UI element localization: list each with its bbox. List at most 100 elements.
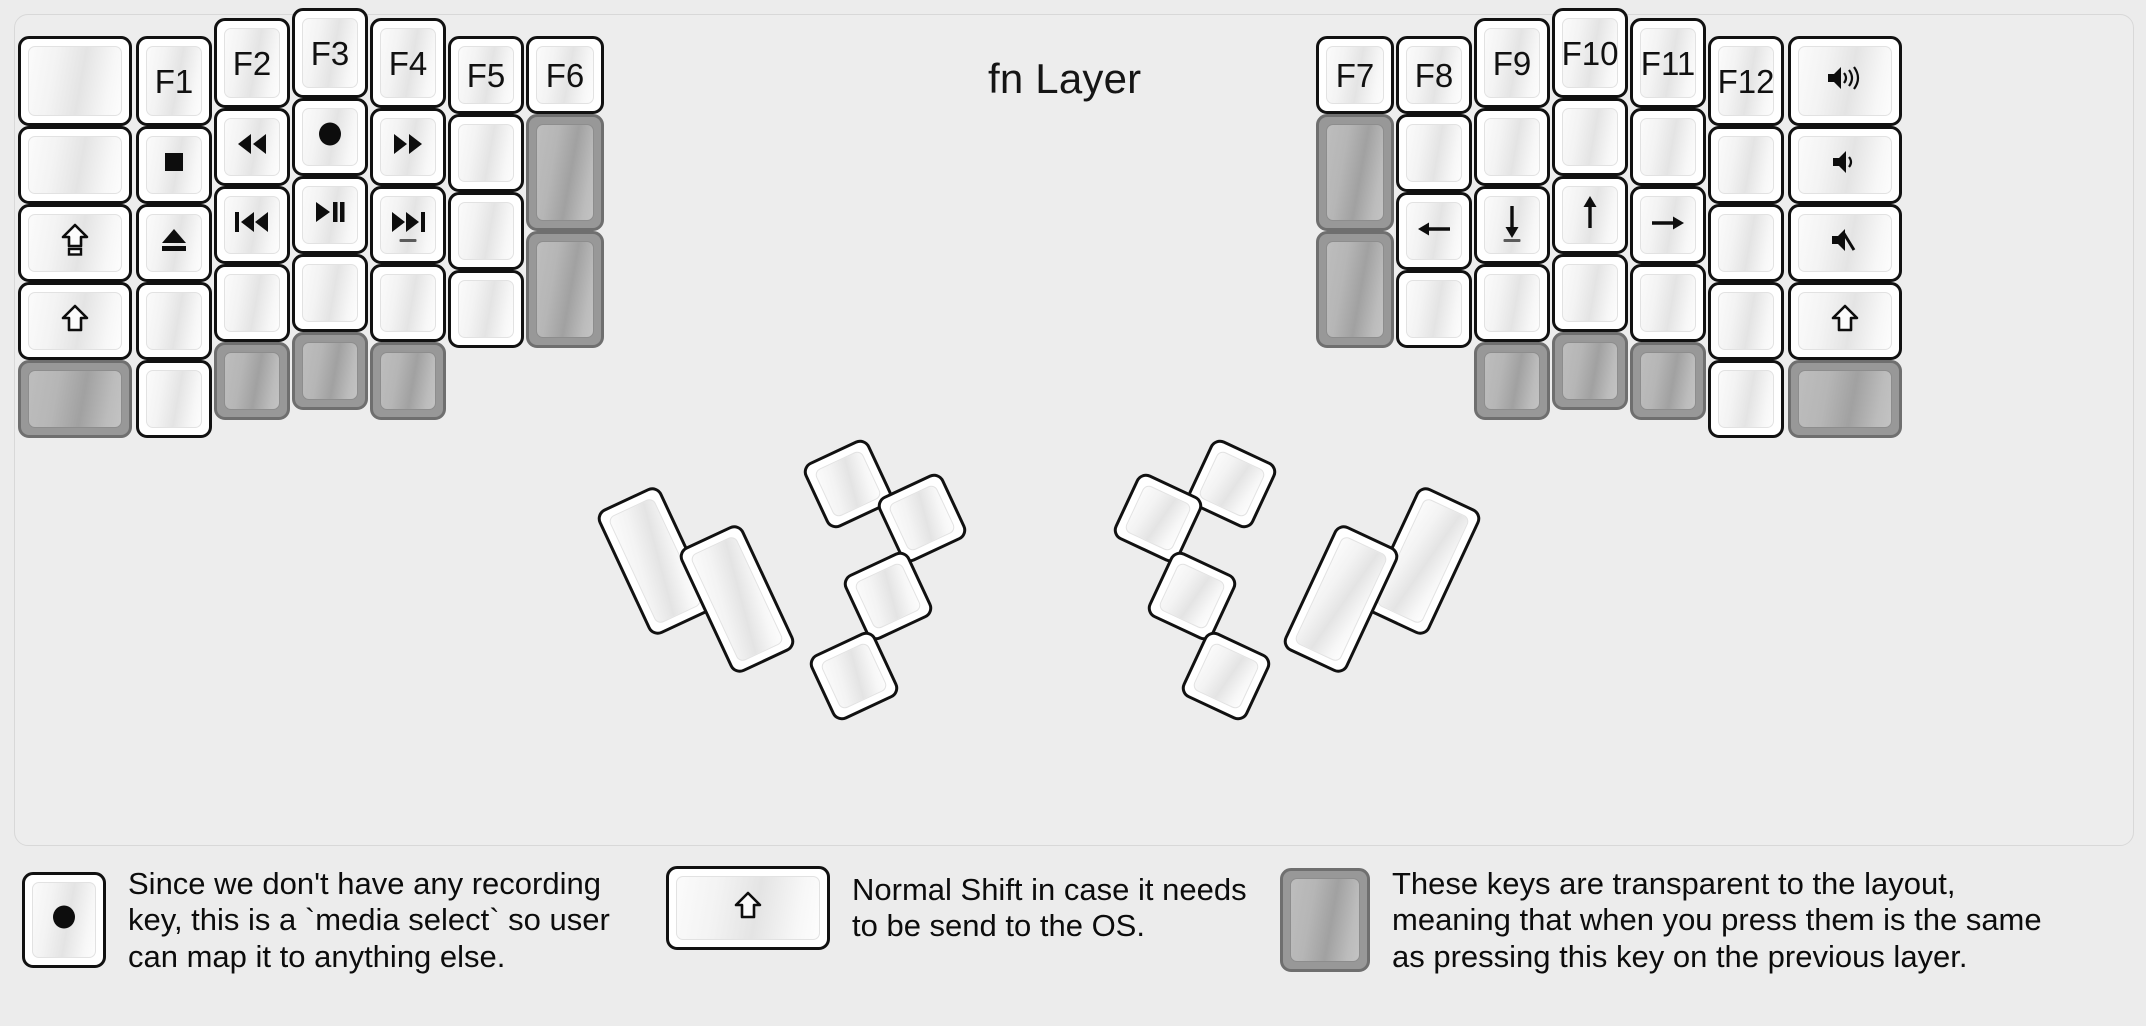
- key-f10[interactable]: F10: [1552, 8, 1628, 98]
- key-transparent[interactable]: [526, 231, 604, 348]
- key-f2[interactable]: F2: [214, 18, 290, 108]
- key-blank[interactable]: [214, 264, 290, 342]
- key-media-rewind[interactable]: [214, 108, 290, 186]
- keycap-surface: [32, 882, 96, 959]
- arrow-up-icon: [1579, 194, 1601, 236]
- key-transparent[interactable]: [292, 332, 368, 410]
- key-blank[interactable]: [136, 282, 212, 360]
- key-label: F4: [388, 44, 428, 82]
- key-transparent[interactable]: [1788, 360, 1902, 438]
- key-transparent[interactable]: [1552, 332, 1628, 410]
- keycap-surface: [676, 876, 820, 940]
- key-f6[interactable]: F6: [526, 36, 604, 114]
- key-f12[interactable]: F12: [1708, 36, 1784, 126]
- key-transparent[interactable]: [1316, 231, 1394, 348]
- key-arrow-up[interactable]: [1552, 176, 1628, 254]
- keycap-surface: [224, 118, 280, 176]
- keycap-surface: F10: [1562, 18, 1618, 88]
- keycap-surface: [28, 136, 122, 194]
- keycap-surface: [1157, 561, 1227, 631]
- key-blank[interactable]: [18, 126, 132, 204]
- key-blank[interactable]: [1552, 98, 1628, 176]
- keycap-surface: [380, 196, 436, 254]
- key-blank[interactable]: [292, 254, 368, 332]
- key-label: F10: [1561, 34, 1619, 72]
- keycap-surface: [1326, 124, 1384, 221]
- media-play-pause-icon: [313, 200, 347, 230]
- key-f7[interactable]: F7: [1316, 36, 1394, 114]
- key-blank[interactable]: [448, 114, 524, 192]
- keycap-surface: [380, 118, 436, 176]
- key-blank[interactable]: [448, 192, 524, 270]
- key-label: F12: [1717, 62, 1775, 100]
- key-blank[interactable]: [1708, 282, 1784, 360]
- key-submark: [1503, 239, 1521, 242]
- key-f8[interactable]: F8: [1396, 36, 1472, 114]
- media-next-track-icon: [389, 210, 427, 240]
- key-blank[interactable]: [1708, 360, 1784, 438]
- key-transparent[interactable]: [526, 114, 604, 231]
- key-transparent[interactable]: [370, 342, 446, 420]
- keycap-surface: [146, 214, 202, 272]
- keycap-surface: [1718, 292, 1774, 350]
- key-blank[interactable]: [370, 264, 446, 342]
- keycap-surface: F2: [224, 28, 280, 98]
- key-blank[interactable]: [1396, 270, 1472, 348]
- key-media-prev-track[interactable]: [214, 186, 290, 264]
- shift-arrow-icon: [733, 890, 763, 926]
- key-f9[interactable]: F9: [1474, 18, 1550, 108]
- key-label: F2: [232, 44, 272, 82]
- key-arrow-right[interactable]: [1630, 186, 1706, 264]
- key-volume-mute[interactable]: [1788, 204, 1902, 282]
- key-shift-arrow[interactable]: [18, 282, 132, 360]
- key-blank[interactable]: [1708, 126, 1784, 204]
- key-media-eject[interactable]: [136, 204, 212, 282]
- keycap-surface: [380, 352, 436, 410]
- key-media-next-track[interactable]: [370, 186, 446, 264]
- key-caps-lock-arrow[interactable]: [18, 204, 132, 282]
- key-transparent[interactable]: [1474, 342, 1550, 420]
- volume-down-icon: [1830, 148, 1860, 182]
- key-media-play-pause[interactable]: [292, 176, 368, 254]
- key-blank[interactable]: [18, 36, 132, 126]
- key-blank[interactable]: [1630, 108, 1706, 186]
- keycap-surface: [146, 370, 202, 428]
- key-blank[interactable]: [1630, 264, 1706, 342]
- keycap-surface: [536, 241, 594, 338]
- key-f1[interactable]: F1: [136, 36, 212, 126]
- key-volume-up[interactable]: [1788, 36, 1902, 126]
- key-blank[interactable]: [1552, 254, 1628, 332]
- key-blank[interactable]: [136, 360, 212, 438]
- key-f4[interactable]: F4: [370, 18, 446, 108]
- keycap-surface: F4: [380, 28, 436, 98]
- key-transparent[interactable]: [214, 342, 290, 420]
- keycap-surface: [1640, 352, 1696, 410]
- key-arrow-left[interactable]: [1396, 192, 1472, 270]
- key-f5[interactable]: F5: [448, 36, 524, 114]
- keycap-surface: [536, 124, 594, 221]
- key-blank[interactable]: [1474, 108, 1550, 186]
- key-f3[interactable]: F3: [292, 8, 368, 98]
- keycap-surface: [1640, 196, 1696, 254]
- keycap-surface: F5: [458, 46, 514, 104]
- keycap-surface: [887, 483, 957, 553]
- key-arrow-down[interactable]: [1474, 186, 1550, 264]
- page-title: fn Layer: [988, 55, 1142, 102]
- keycap-surface: F11: [1640, 28, 1696, 98]
- keycap-surface: [1484, 196, 1540, 254]
- key-transparent[interactable]: [1630, 342, 1706, 420]
- key-transparent[interactable]: [18, 360, 132, 438]
- key-shift-arrow[interactable]: [1788, 282, 1902, 360]
- key-blank[interactable]: [1474, 264, 1550, 342]
- keycap-surface: F1: [146, 46, 202, 116]
- key-label: F9: [1492, 44, 1532, 82]
- key-media-record[interactable]: [292, 98, 368, 176]
- key-f11[interactable]: F11: [1630, 18, 1706, 108]
- key-media-fast-forward[interactable]: [370, 108, 446, 186]
- key-media-stop[interactable]: [136, 126, 212, 204]
- key-blank[interactable]: [448, 270, 524, 348]
- key-volume-down[interactable]: [1788, 126, 1902, 204]
- key-blank[interactable]: [1396, 114, 1472, 192]
- key-transparent[interactable]: [1316, 114, 1394, 231]
- key-blank[interactable]: [1708, 204, 1784, 282]
